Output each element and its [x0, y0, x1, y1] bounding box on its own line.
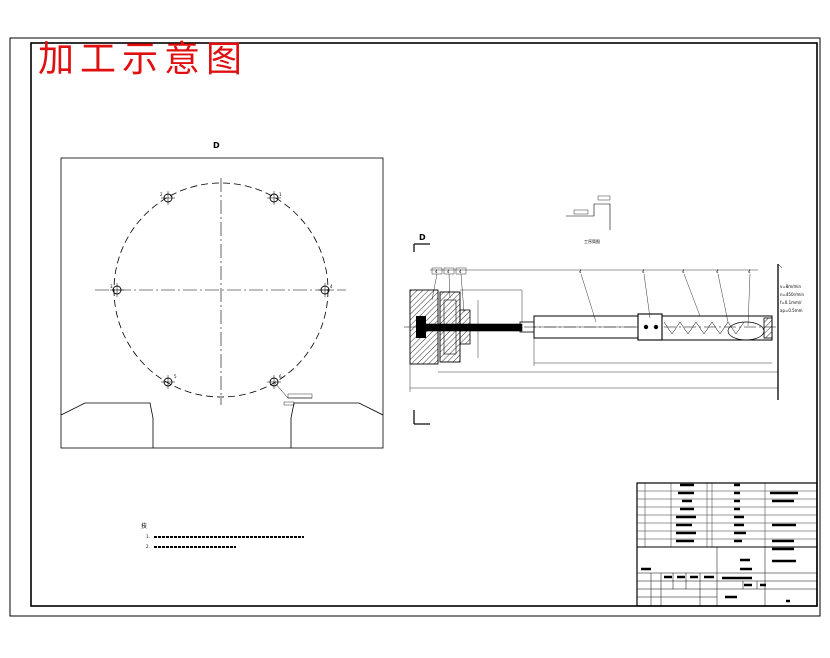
tech-notes: 技 1. 2.: [141, 522, 304, 549]
inner-frame: [30, 42, 818, 607]
cut-param-4: ap=0.5mm: [780, 308, 803, 313]
cut-param-2: n=450r/min: [780, 292, 805, 297]
callout-8: 4: [748, 269, 751, 274]
callout-1: 4: [435, 269, 438, 274]
cut-param-1: v=8m/min: [780, 284, 802, 289]
right-foot: [290, 402, 384, 448]
hole-label-4: 4: [330, 284, 333, 289]
notes-heading: 技: [141, 522, 147, 530]
dimensions: [409, 289, 778, 392]
process-sketch: 工序简图: [566, 195, 611, 244]
callout-leaders: [431, 273, 751, 327]
callout-3: 4: [459, 269, 462, 274]
end-cap: [763, 317, 773, 339]
spring: [663, 321, 745, 335]
title-block-frame: [636, 482, 818, 607]
note-2: 2.: [146, 544, 150, 549]
callout-6: 4: [682, 269, 685, 274]
process-tag-b: [597, 195, 611, 201]
spindle-housing: [661, 315, 773, 341]
hole-label-5: 5: [174, 374, 177, 379]
parts-list-rows: [637, 490, 817, 548]
parts-list-cols: [644, 483, 766, 547]
middle-view: D: [404, 195, 805, 425]
note-1: 1.: [146, 534, 150, 539]
workpiece-core: [416, 316, 426, 338]
outer-border: [9, 37, 821, 617]
callout-4: 4: [579, 269, 582, 274]
left-view-d: D 1 2 3 4 5: [60, 141, 384, 449]
title-block: [636, 482, 818, 607]
leader-tag-2: [283, 401, 295, 406]
leader-tag: [287, 393, 313, 399]
bolt-holes: [110, 191, 332, 389]
left-foot: [60, 402, 154, 448]
view-label-mid: D: [419, 233, 426, 242]
coupling-bolt-a: [643, 324, 649, 330]
callout-2: 4: [447, 269, 450, 274]
callout-5: 4: [642, 269, 645, 274]
hole-label-3: 3: [110, 284, 113, 289]
title-grid: [637, 547, 817, 606]
hole-label-6: 6: [279, 374, 282, 379]
part-outline: [60, 157, 384, 449]
motor-end: [727, 321, 765, 341]
view-label-left: D: [213, 141, 220, 150]
drill-shaft: [425, 323, 523, 332]
process-tag-a: [573, 209, 589, 215]
hole-leader: [273, 381, 312, 399]
callouts: 4 4 4 4 4 4 4 4: [430, 267, 758, 327]
coupling-bolt-b: [653, 324, 659, 330]
wall-hatch: [777, 263, 783, 269]
hole-label-1: 1: [279, 192, 282, 197]
cut-param-3: f=0.1mm/r: [780, 300, 802, 305]
process-label: 工序简图: [584, 238, 600, 244]
title-stamp: 加工示意图: [38, 39, 249, 80]
callout-7: 4: [716, 269, 719, 274]
hole-label-2: 2: [160, 192, 163, 197]
title-block-text: [641, 483, 798, 603]
process-step-profile: [566, 203, 611, 230]
